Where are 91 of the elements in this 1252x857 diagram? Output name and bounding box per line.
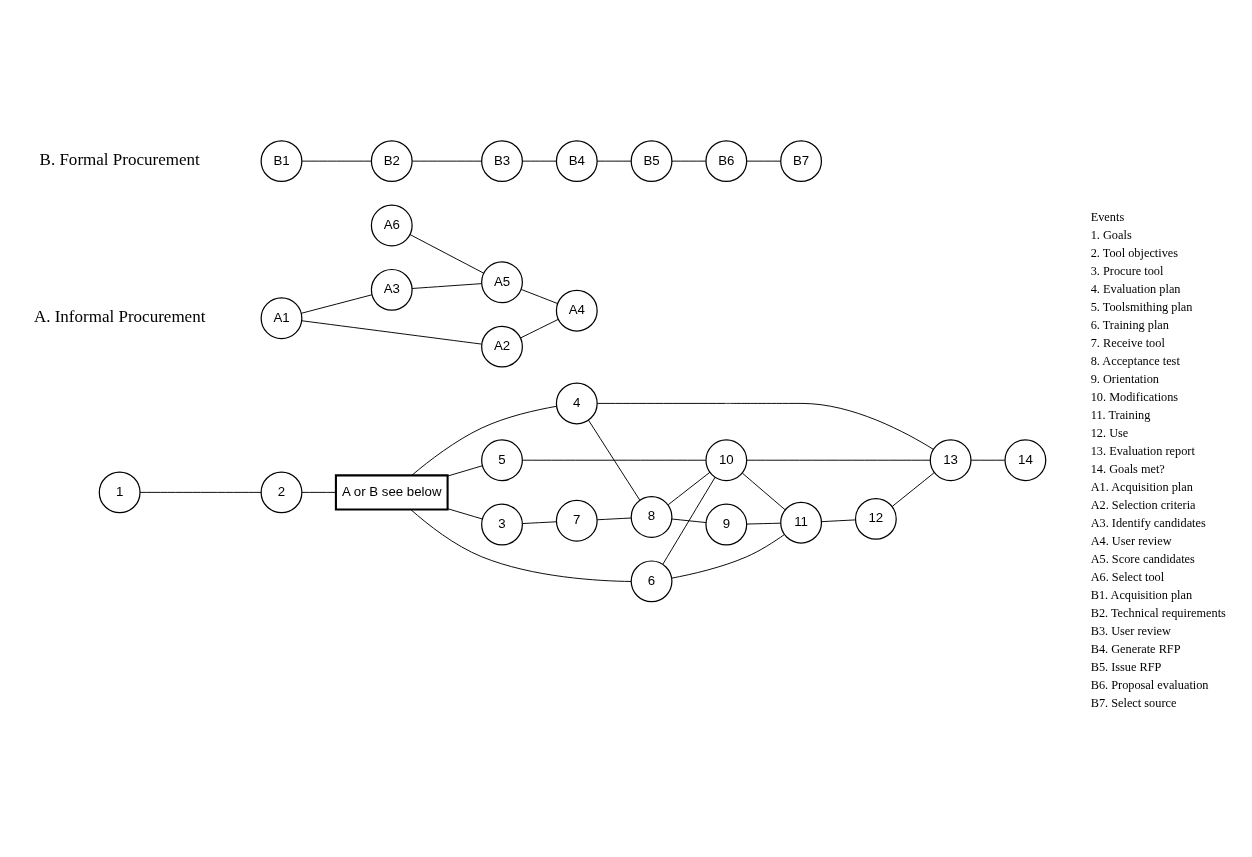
connector: [596, 160, 632, 162]
connector: [741, 472, 786, 511]
node-circle: A5: [481, 261, 523, 304]
label: A6. Select tool: [1090, 569, 1165, 584]
connector: [409, 234, 485, 274]
label: B6. Proposal evaluation: [1090, 677, 1209, 692]
connector: [301, 160, 372, 162]
node-circle: B3: [481, 140, 523, 183]
connector: [522, 459, 707, 461]
label: A3. Identify candidates: [1090, 515, 1206, 530]
connector: [596, 402, 934, 450]
connector: [662, 476, 716, 565]
connector: [139, 491, 262, 493]
connector: [671, 534, 785, 579]
label: 7. Receive tool: [1090, 336, 1165, 351]
node-circle: 5: [481, 439, 523, 482]
connector: [522, 521, 557, 525]
label: 4. Evaluation plan: [1090, 282, 1181, 297]
node-circle: B1: [260, 140, 303, 183]
connector: [671, 160, 707, 162]
connector: [447, 508, 483, 520]
connector: [596, 517, 632, 521]
label: 6. Training plan: [1090, 318, 1169, 333]
node-circle: A2: [481, 325, 523, 368]
node-circle: B6: [705, 140, 748, 183]
label: B5. Issue RFP: [1090, 659, 1162, 674]
connector: [411, 405, 557, 476]
connector: [821, 519, 856, 523]
connector: [447, 465, 483, 477]
node-circle: B5: [630, 140, 673, 183]
label: 1. Goals: [1090, 228, 1132, 243]
label: 11. Training: [1090, 407, 1151, 422]
node-circle: B4: [555, 140, 598, 183]
connector: [520, 318, 559, 339]
label: A5. Score candidates: [1090, 551, 1195, 566]
connector: [970, 459, 1006, 461]
label: B1. Acquisition plan: [1090, 587, 1193, 602]
node-circle: B7: [780, 140, 823, 183]
label: 14. Goals met?: [1090, 461, 1165, 476]
label: B3. User review: [1090, 623, 1171, 638]
label: A4. User review: [1090, 533, 1172, 548]
connector: [667, 471, 711, 506]
label: B2. Technical requirements: [1090, 605, 1226, 620]
connector: [588, 419, 641, 501]
label: 13. Evaluation report: [1090, 443, 1195, 458]
node-circle: A3: [370, 268, 413, 311]
label: 12. Use: [1090, 425, 1129, 440]
label: B. Formal Procurement: [39, 150, 200, 170]
label: 10. Modifications: [1090, 389, 1179, 404]
connector: [746, 459, 931, 461]
label: 3. Procure tool: [1090, 264, 1164, 279]
label: B7. Select source: [1090, 695, 1177, 710]
node-circle: 6: [630, 560, 673, 603]
node-circle: 12: [854, 497, 897, 540]
node-circle: 2: [260, 471, 303, 514]
label: 8. Acceptance test: [1090, 353, 1180, 368]
connector: [746, 522, 782, 525]
label: 5. Toolsmithing plan: [1090, 300, 1193, 315]
node-circle: 1: [98, 471, 141, 514]
label: Events: [1090, 210, 1125, 225]
node-circle: 14: [1004, 439, 1047, 482]
node-circle: 8: [630, 496, 673, 538]
connector: [410, 509, 632, 582]
connector: [411, 283, 482, 289]
label: A1. Acquisition plan: [1090, 479, 1193, 494]
connector: [522, 160, 557, 162]
connector: [746, 160, 782, 162]
node-circle: 10: [705, 439, 748, 482]
node-circle: B2: [370, 140, 413, 183]
connector: [520, 288, 558, 304]
label: A2. Selection criteria: [1090, 497, 1196, 512]
node-circle: 3: [481, 503, 523, 546]
node-box: A or B see below: [334, 474, 449, 511]
label: 2. Tool objectives: [1090, 246, 1179, 261]
node-circle: 13: [929, 439, 972, 482]
node-circle: A1: [260, 297, 303, 340]
connector: [300, 294, 373, 314]
label: 9. Orientation: [1090, 371, 1160, 386]
connector: [891, 472, 935, 507]
node-circle: A6: [370, 204, 413, 247]
node-circle: 4: [555, 382, 598, 425]
connector: [301, 320, 483, 345]
label: B4. Generate RFP: [1090, 641, 1181, 656]
connector: [411, 160, 483, 162]
connector: [671, 518, 707, 524]
node-circle: A4: [555, 289, 598, 332]
node-circle: 7: [555, 499, 598, 542]
node-circle: 9: [705, 503, 748, 546]
node-circle: 11: [780, 501, 823, 544]
connector: [301, 491, 337, 493]
label: A. Informal Procurement: [33, 307, 206, 327]
